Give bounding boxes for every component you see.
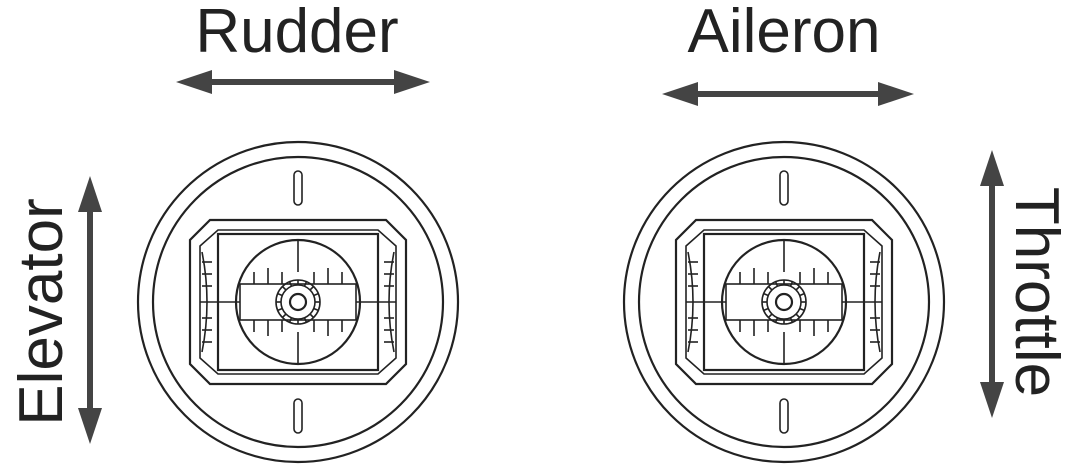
- rudder-arrow: [176, 70, 430, 94]
- right-gimbal: [622, 140, 946, 464]
- throttle-label: Throttle: [1002, 187, 1071, 397]
- aileron-arrow: [662, 82, 914, 106]
- left-gimbal: [136, 140, 460, 464]
- aileron-label: Aileron: [688, 0, 881, 66]
- elevator-arrow: [78, 176, 102, 444]
- rudder-label: Rudder: [195, 0, 398, 66]
- throttle-arrow: [980, 150, 1004, 418]
- elevator-label: Elevator: [7, 198, 76, 425]
